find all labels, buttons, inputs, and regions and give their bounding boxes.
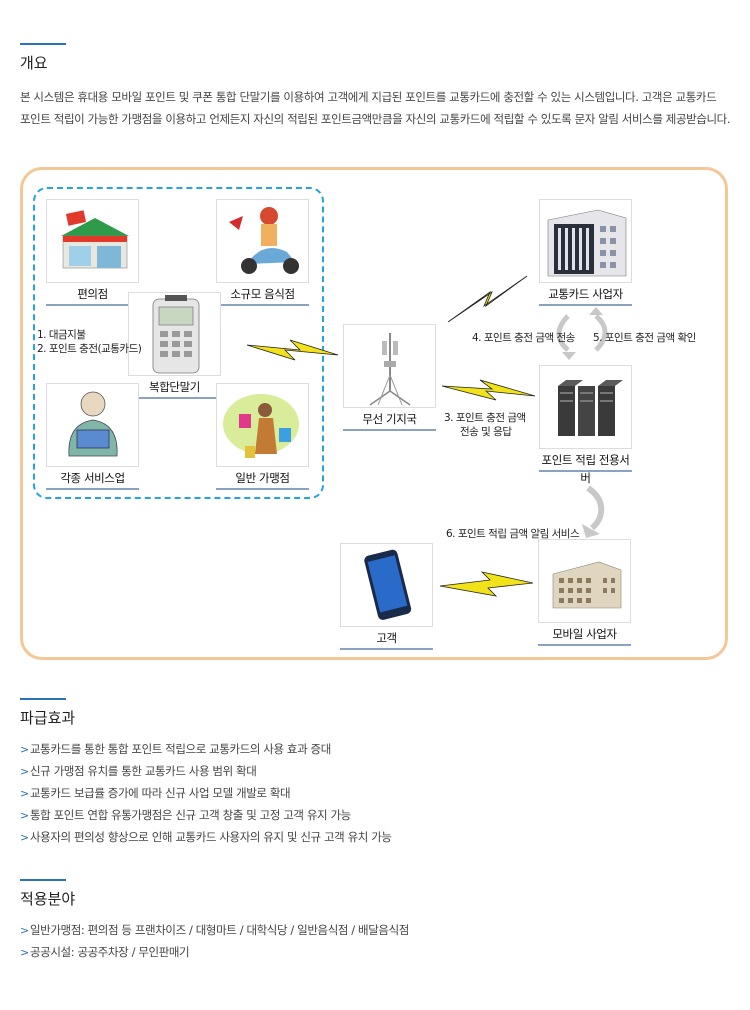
node-label: 편의점 [77,287,108,301]
node-label: 포인트 적립 전용서버 [541,453,630,485]
arrow-server-up-icon [589,307,603,315]
chevron-right-icon: > [20,831,29,844]
node-label: 각종 서비스업 [60,471,125,485]
node-underline [539,304,632,306]
node-underline [343,429,436,431]
list-item: >교통카드 보급률 증가에 따라 신규 사업 모델 개발로 확대 [20,782,392,804]
applications-title: 적용분야 [20,879,76,908]
list-item: >교통카드를 통한 통합 포인트 적립으로 교통카드의 사용 효과 증대 [20,738,392,760]
step-annotation: 3. 포인트 충전 금액 [444,412,526,424]
node-underline [128,397,221,399]
list-item: >신규 가맹점 유치를 통한 교통카드 사용 범위 확대 [20,760,392,782]
node-label: 교통카드 사업자 [548,287,623,301]
overview-text: 본 시스템은 휴대용 모바일 포인트 및 쿠폰 통합 단말기를 이용하여 고객에… [20,90,731,126]
step-annotation: 4. 포인트 충전 금액 전송 [472,332,575,344]
chevron-right-icon: > [20,765,29,778]
curved-arrow-server-to-mobile [586,485,605,531]
curved-arrow-transit-server [556,314,608,352]
delivery-scooter-icon [216,199,309,283]
node-underline [216,488,309,490]
chevron-right-icon: > [20,787,29,800]
node-label: 고객 [376,631,397,645]
node-label: 일반 가맹점 [235,471,290,485]
step-annotation: 5. 포인트 충전 금액 확인 [593,332,696,344]
effects-list: >교통카드를 통한 통합 포인트 적립으로 교통카드의 사용 효과 증대 >신규… [20,738,392,848]
office-building-icon [539,199,632,283]
arrow-to-mobile-icon [582,524,600,538]
chevron-right-icon: > [20,946,29,959]
applications-list: >일반가맹점: 편의점 등 프랜차이즈 / 대형마트 / 대학식당 / 일반음식… [20,919,409,963]
step-annotation: 6. 포인트 적립 금액 알림 서비스 [446,528,580,540]
chevron-right-icon: > [20,924,29,937]
server-rack-icon [539,365,632,449]
convenience-store-icon [46,199,139,283]
shopping-woman-icon [216,383,309,467]
node-underline [538,644,631,646]
list-item: >공공시설: 공공주차장 / 무인판매기 [20,941,409,963]
radio-tower-icon [343,324,436,408]
list-item: >통합 포인트 연합 유통가맹점은 신규 고객 창출 및 고정 고객 유지 가능 [20,804,392,826]
lightning-tower-to-transit [447,275,528,323]
merchant-group-outline [33,187,324,499]
chevron-right-icon: > [20,743,29,756]
list-item: >사용자의 편의성 향상으로 인해 교통카드 사용자의 유지 및 신규 고객 유… [20,826,392,848]
list-item: >일반가맹점: 편의점 등 프랜차이즈 / 대형마트 / 대학식당 / 일반음식… [20,919,409,941]
lightning-phone-to-mobile [439,571,534,597]
lightning-terminal-to-tower [246,339,339,361]
step-annotation: 전송 및 응답 [460,426,512,438]
overview-title: 개요 [20,43,66,72]
node-underline [216,304,309,306]
reading-person-icon [46,383,139,467]
node-label: 무선 기지국 [362,412,417,426]
effects-title: 파급효과 [20,698,76,727]
node-underline [340,648,433,650]
node-underline [539,470,632,472]
arrow-transit-down-icon [562,352,576,360]
lightning-tower-to-server [441,379,536,401]
node-underline [46,488,139,490]
step-annotation: 1. 대금지불 [37,329,86,341]
node-label: 모바일 사업자 [552,627,617,641]
low-building-icon [538,539,631,623]
step-annotation: 2. 포인트 충전(교통카드) [37,343,142,355]
node-label: 소규모 음식점 [230,287,295,301]
node-label: 복합단말기 [149,380,200,394]
payment-terminal-icon [128,292,221,376]
smartphone-icon [340,543,433,627]
chevron-right-icon: > [20,809,29,822]
node-underline [46,304,139,306]
